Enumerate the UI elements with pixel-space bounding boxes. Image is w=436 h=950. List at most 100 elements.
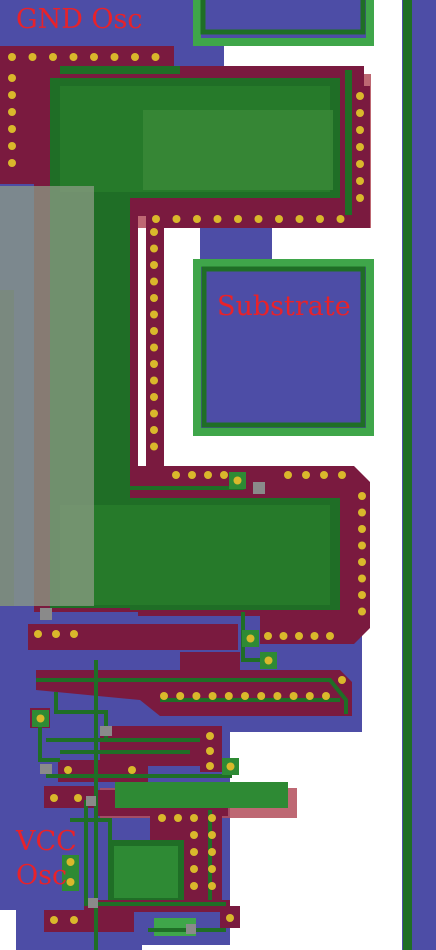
via-dot <box>206 762 214 770</box>
via-dot <box>158 814 166 822</box>
pad-5-via <box>226 762 235 771</box>
green-inner-lower <box>60 505 330 605</box>
via-dot <box>49 53 57 61</box>
via-dot <box>131 53 139 61</box>
via-dot <box>69 53 78 61</box>
mid-strip <box>180 652 240 672</box>
left-tab-row <box>28 624 238 650</box>
via-dot <box>190 831 198 839</box>
via-dot <box>150 277 158 286</box>
substrate-center-square <box>195 262 372 434</box>
via-dot <box>302 471 310 479</box>
via-dot <box>188 471 196 479</box>
via-dot <box>224 692 233 700</box>
via-dot <box>206 747 214 755</box>
green-highlight-top <box>143 110 333 190</box>
vcc-bottom-strip <box>44 910 134 932</box>
gray-overlay-inner <box>0 290 14 606</box>
via-dot <box>110 53 119 61</box>
via-dot <box>241 692 249 700</box>
contact-7 <box>186 924 196 934</box>
via-dot <box>50 916 58 924</box>
substrate-inner-outlines <box>200 0 366 428</box>
via-dot <box>358 492 366 500</box>
via-dot <box>150 310 158 319</box>
contact-2 <box>253 482 265 494</box>
via-dot <box>213 215 222 223</box>
contact-4 <box>40 764 52 774</box>
via-dot <box>192 692 201 700</box>
via-dot <box>8 91 16 99</box>
via-dot <box>70 630 78 638</box>
trace-path-11 <box>70 818 112 840</box>
via-dot <box>70 916 78 924</box>
via-dot <box>74 794 82 802</box>
via-dot <box>150 294 158 302</box>
substrate-top-strip <box>193 0 373 44</box>
substrate-label: Substrate <box>217 291 351 322</box>
via-array <box>8 53 366 924</box>
via-dot <box>150 360 158 368</box>
via-dot <box>234 215 242 223</box>
via-dot <box>338 676 346 684</box>
via-dot <box>356 194 364 202</box>
vcc-osc-label-line1: VCC <box>15 826 77 857</box>
substrate-outlines <box>193 0 374 436</box>
top-strip-inner-outline <box>200 0 366 35</box>
via-dot <box>150 244 158 253</box>
via-dot <box>289 692 298 700</box>
via-dot <box>320 471 328 479</box>
via-dot <box>322 692 330 700</box>
contact-5 <box>86 796 96 806</box>
via-dot <box>295 632 303 640</box>
pad-6-via-b <box>66 878 75 886</box>
right-strip-green-line <box>403 0 412 950</box>
via-dot <box>8 108 16 116</box>
via-dot <box>90 53 98 61</box>
via-dot <box>208 692 217 700</box>
trace-path-10 <box>84 800 226 906</box>
via-dot <box>226 914 234 922</box>
trace-path-3 <box>36 678 348 714</box>
via-dot <box>150 426 158 434</box>
via-dot <box>208 882 216 890</box>
via-dot <box>8 53 16 61</box>
via-dot <box>172 215 181 223</box>
via-dot <box>64 766 72 774</box>
via-dot <box>28 53 37 61</box>
via-dot <box>150 393 158 401</box>
gnd-pad-left <box>0 46 34 184</box>
green-right-line <box>345 70 352 215</box>
via-dot <box>356 92 364 100</box>
top-strip-outline <box>193 0 374 46</box>
via-dot <box>206 732 214 740</box>
trace-path-2 <box>241 612 268 662</box>
via-dot <box>52 630 60 638</box>
via-dot <box>310 632 319 640</box>
via-dot <box>150 228 158 236</box>
pad-1-via <box>233 476 242 485</box>
via-dot <box>8 125 16 133</box>
via-dot <box>8 74 16 82</box>
via-dot <box>172 471 180 479</box>
via-dot <box>176 692 185 700</box>
via-dot <box>356 109 364 117</box>
via-dot <box>336 215 345 223</box>
via-dot <box>208 831 216 839</box>
via-dot <box>356 160 364 168</box>
right-vertical-top <box>350 86 370 226</box>
contact-pads <box>32 472 277 891</box>
via-dot <box>358 508 366 517</box>
trace-block-3 <box>44 786 94 808</box>
via-dot <box>190 814 198 822</box>
substrate-neck <box>200 228 272 264</box>
via-dot <box>358 574 366 583</box>
via-dot <box>356 126 364 134</box>
via-dot <box>34 630 42 638</box>
trace-path-5 <box>38 716 60 762</box>
via-dot <box>220 471 228 479</box>
gnd-pad-top <box>0 46 174 68</box>
via-dot <box>150 409 158 418</box>
via-dot <box>356 177 364 185</box>
